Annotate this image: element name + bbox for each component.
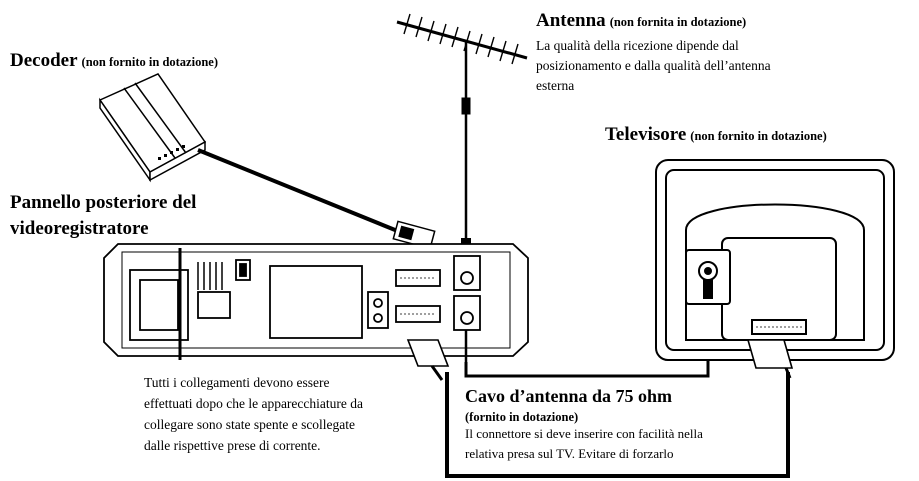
antenna-desc-line: La qualità della ricezione dipende dal [536, 38, 739, 53]
decoder-cable [197, 148, 401, 234]
warning-line: effettuati dopo che le apparecchiature d… [144, 396, 364, 411]
antenna-heading: Antenna (non fornita in dotazione) [536, 10, 746, 32]
warning-text: Tutti i collegamenti devono essere effet… [144, 372, 363, 456]
decoder-title: Decoder [10, 50, 78, 71]
tv-note: (non fornito in dotazione) [690, 129, 827, 143]
scart-loop-cable [445, 372, 790, 478]
scart-plug [392, 220, 436, 250]
vcr-rear-panel [103, 243, 529, 357]
warning-line: Tutti i collegamenti devono essere [144, 375, 330, 390]
cable-title: Cavo d’antenna da 75 ohm [465, 386, 673, 406]
decoder-illustration [98, 73, 207, 183]
cable-description: Il connettore si deve inserire con facil… [465, 424, 703, 464]
antenna-note: (non fornita in dotazione) [609, 15, 747, 29]
cable-desc-line: Il connettore si deve inserire con facil… [465, 426, 703, 441]
vcr-panel-title-line1: Pannello posteriore del [10, 192, 197, 213]
cable-desc-line: relativa presa sul TV. Evitare di forzar… [465, 446, 674, 461]
decoder-note: (non fornito in dotazione) [81, 55, 218, 69]
cable-note: (fornito in dotazione) [465, 410, 579, 424]
vcr-panel-heading: Pannello posteriore del videoregistrator… [10, 190, 196, 242]
tv-title: Televisore [605, 124, 687, 145]
tv-rear [655, 159, 895, 361]
vcr-scart-cable [406, 339, 450, 381]
antenna-description: La qualità della ricezione dipende dal p… [536, 36, 771, 96]
antenna-desc-line: esterna [536, 78, 575, 93]
antenna-desc-line: posizionamento e dalla qualità dell’ante… [536, 58, 771, 73]
vcr-panel-title-line2: videoregistratore [10, 218, 149, 239]
tv-scart-plug [746, 339, 794, 379]
warning-line: collegare sono state spente e scollegate [144, 417, 356, 432]
decoder-heading: Decoder (non fornito in dotazione) [10, 50, 218, 72]
antenna-title: Antenna [536, 10, 606, 31]
tv-heading: Televisore (non fornito in dotazione) [605, 124, 827, 146]
warning-line: dalle rispettive prese di corrente. [144, 438, 321, 453]
antenna-illustration [396, 13, 528, 115]
